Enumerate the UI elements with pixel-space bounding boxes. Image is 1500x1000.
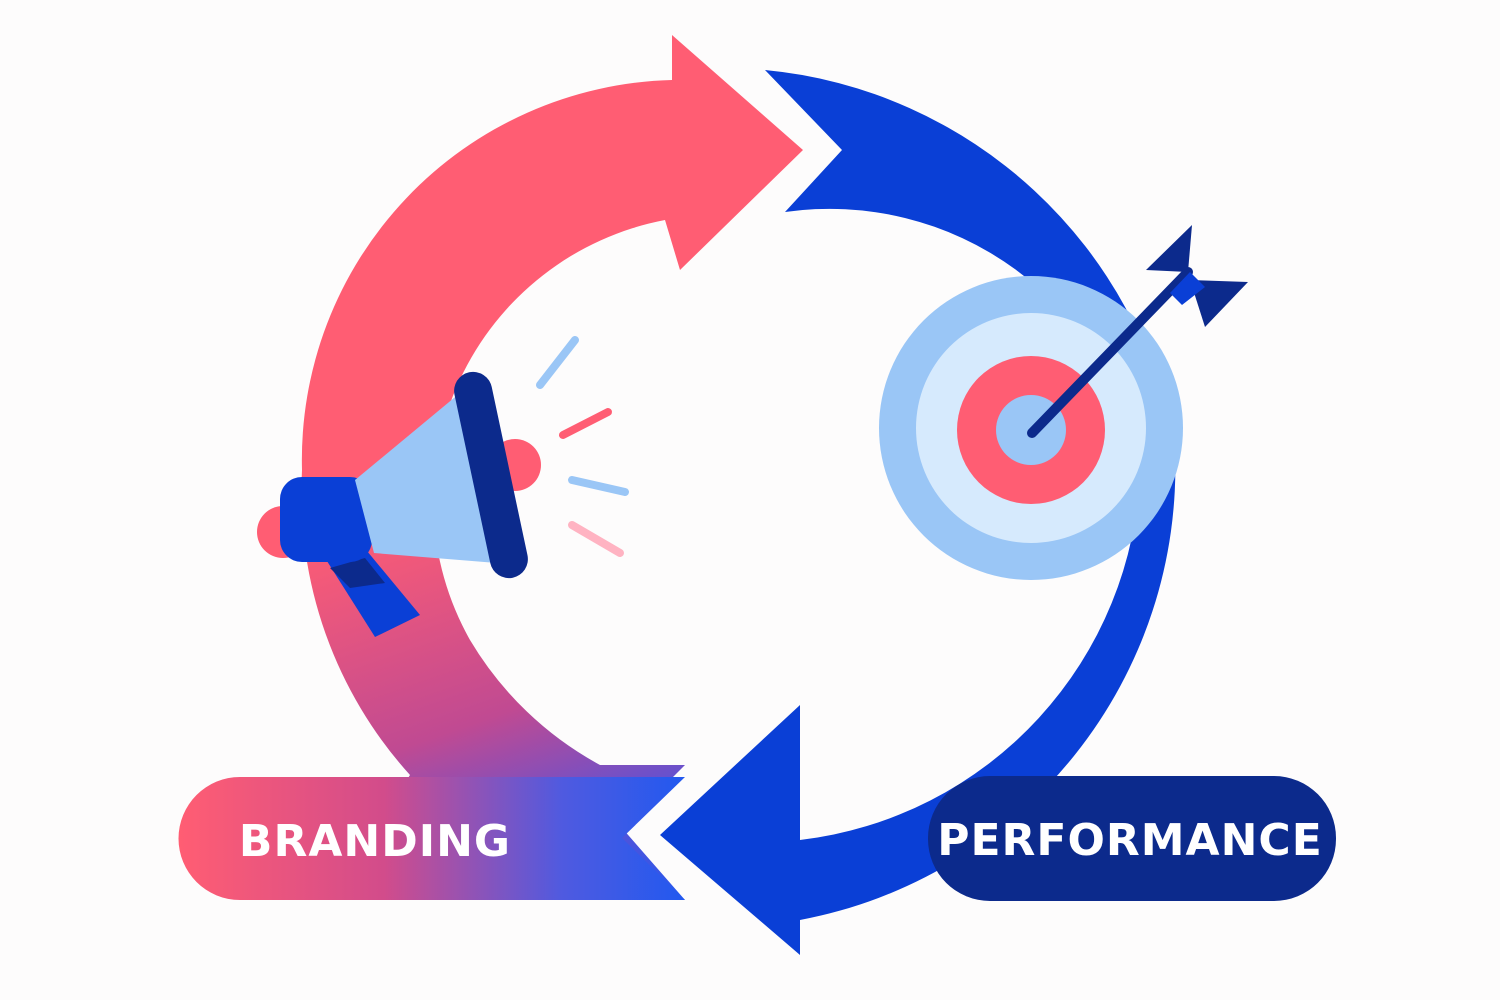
branding-arc [301, 35, 803, 900]
performance-label: PERFORMANCE [937, 815, 1323, 866]
arrow-icon [1027, 225, 1248, 438]
sound-lines-icon [536, 336, 629, 557]
branding-label: BRANDING [239, 816, 511, 867]
branding-pill [178, 777, 685, 900]
megaphone-icon [257, 371, 541, 637]
performance-pill [928, 776, 1336, 901]
